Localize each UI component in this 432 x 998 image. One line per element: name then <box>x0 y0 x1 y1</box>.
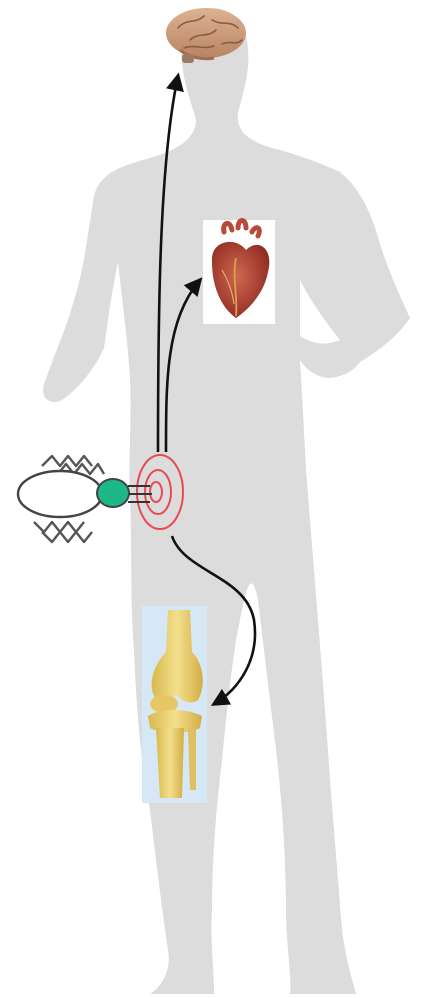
heart-icon <box>203 220 275 324</box>
knee-joint-icon <box>142 606 207 803</box>
